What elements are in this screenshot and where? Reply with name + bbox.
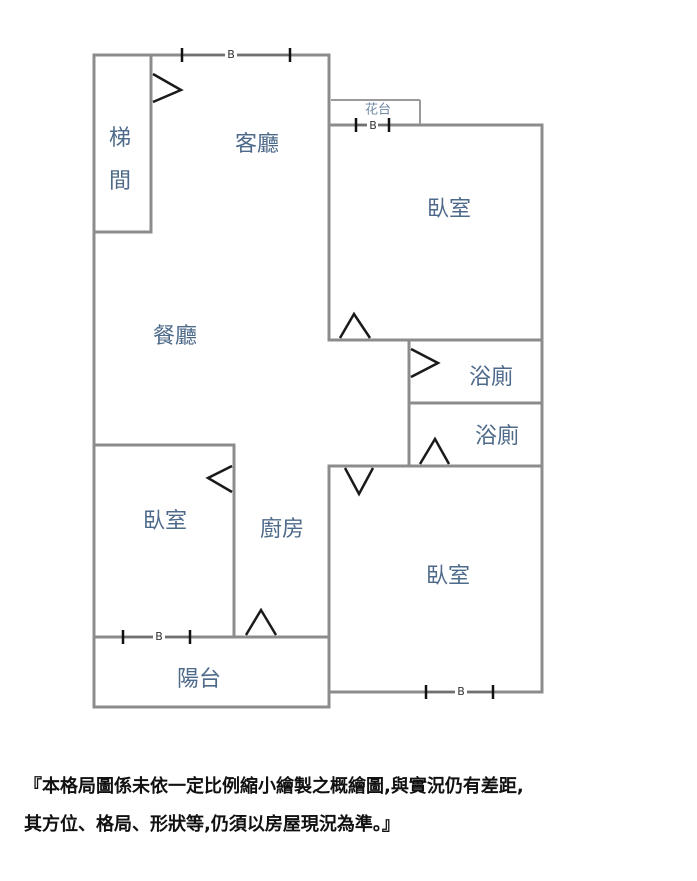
door-bedroom-top-right	[338, 311, 372, 339]
bedroom-top-right-label: 臥室	[427, 197, 471, 222]
window-bedroom-top: B	[354, 118, 391, 132]
dining-room-label: 餐廳	[153, 324, 197, 349]
door-bedroom-bottom-right	[343, 467, 375, 497]
planter: 花台	[331, 99, 421, 124]
room-labels: 梯 間 客廳 餐廳 臥室 浴廁 浴廁 臥室 廚房 臥室 陽台	[109, 126, 519, 692]
kitchen-label: 廚房	[260, 517, 304, 542]
doors	[152, 72, 451, 636]
disclaimer-line-1: 『本格局圖係未依一定比例縮小繪製之概繪圖,與實況仍有差距,	[24, 776, 524, 797]
window-label: B	[457, 685, 465, 698]
stairwell-label-top: 梯	[109, 126, 131, 151]
bathroom-2-label: 浴廁	[475, 424, 519, 449]
balcony-label: 陽台	[177, 667, 221, 692]
planter-label: 花台	[365, 102, 391, 118]
door-kitchen-balcony	[244, 607, 278, 636]
door-bathroom-2	[418, 436, 451, 465]
window-living-top: B	[180, 48, 292, 62]
bedroom-bottom-right-label: 臥室	[426, 564, 470, 589]
door-bedroom-bottom-left	[205, 464, 233, 494]
window-label: B	[369, 119, 377, 132]
door-bathroom-1	[410, 347, 441, 379]
living-room-label: 客廳	[235, 132, 279, 157]
window-label: B	[155, 630, 163, 643]
window-label-bg	[455, 686, 467, 698]
window-bedroom-bottom-left: B	[121, 630, 192, 644]
window-label-bg	[367, 119, 378, 131]
floor-plan: 花台 B B B B 梯	[92, 48, 544, 709]
window-label: B	[227, 48, 235, 61]
door-stairwell	[152, 72, 184, 104]
disclaimer-line-2: 其方位、格局、形狀等,仍須以房屋現況為準。』	[24, 814, 400, 835]
window-label-bg	[225, 49, 237, 61]
disclaimer: 『本格局圖係未依一定比例縮小繪製之概繪圖,與實況仍有差距, 其方位、格局、形狀等…	[24, 768, 684, 844]
bedroom-bottom-left-label: 臥室	[143, 509, 187, 534]
stairwell-label-bottom: 間	[109, 169, 131, 194]
bathroom-1-label: 浴廁	[469, 365, 513, 390]
window-label-bg	[153, 631, 165, 643]
window-bedroom-bottom-right: B	[424, 685, 495, 699]
